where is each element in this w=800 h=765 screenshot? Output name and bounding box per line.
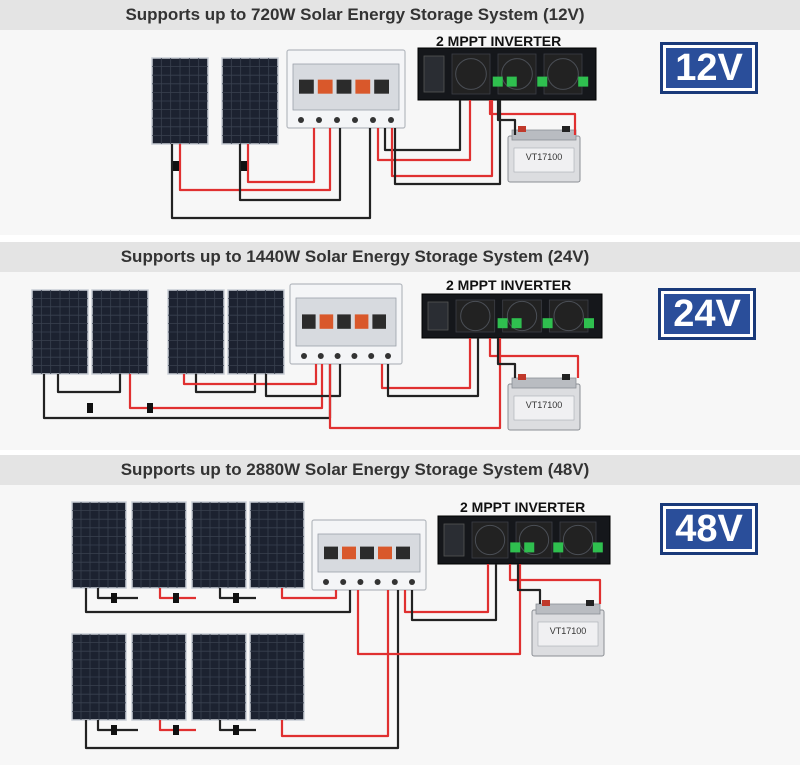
mc4-connector-48v-6 [233, 725, 239, 735]
solar-panel-48v-bottom-4 [249, 633, 305, 721]
inverter-48v [437, 515, 611, 565]
wire-48v-3 [158, 588, 196, 600]
wire-48v-11 [356, 564, 522, 656]
mc4-connector-12v-2 [241, 161, 247, 171]
wire-24v-11 [496, 338, 517, 378]
combiner-box-12v [286, 49, 406, 129]
wire-48v-6 [96, 720, 138, 732]
solar-panel-48v-bottom-3 [191, 633, 247, 721]
inverter-label-48v: 2 MPPT INVERTER [460, 499, 586, 515]
mc4-connector-24v-2 [147, 403, 153, 413]
mc4-connector-12v-1 [173, 161, 179, 171]
mc4-connector-48v-1 [111, 593, 117, 603]
wire-48v-8 [158, 720, 196, 732]
solar-panel-48v-bottom-1 [71, 633, 127, 721]
wire-48v-14 [508, 564, 602, 604]
wire-24v-3 [128, 364, 324, 410]
section-header-12v: Supports up to 720W Solar Energy Storage… [0, 0, 800, 30]
wire-24v-6 [264, 364, 342, 398]
wire-48v-5 [280, 588, 338, 600]
wire-12v-7 [488, 100, 577, 135]
wire-48v-12 [403, 564, 490, 614]
battery-48v: VT17100 [531, 600, 605, 657]
mc4-connector-24v-1 [87, 403, 93, 413]
wire-48v-2 [84, 588, 352, 614]
mc4-connector-48v-2 [173, 593, 179, 603]
combiner-box-48v [311, 519, 427, 591]
wire-12v-8 [496, 100, 517, 135]
wire-12v-6 [376, 100, 472, 162]
section-header-48v: Supports up to 2880W Solar Energy Storag… [0, 455, 800, 485]
solar-panel-48v-top-2 [131, 501, 187, 589]
wire-24v-10 [488, 338, 580, 378]
wire-12v-4 [238, 128, 342, 202]
battery-12v: VT17100 [507, 126, 581, 183]
section-header-24v: Supports up to 1440W Solar Energy Storag… [0, 242, 800, 272]
battery-12v-label: VT17100 [526, 152, 563, 162]
voltage-badge-48v: 48V [660, 503, 758, 555]
solar-panel-24v-4 [227, 289, 285, 375]
wire-48v-7 [84, 590, 400, 750]
wire-24v-7 [328, 338, 502, 430]
mc4-connector-48v-3 [233, 593, 239, 603]
solar-panel-48v-bottom-2 [131, 633, 187, 721]
wire-24v-1 [56, 374, 122, 394]
wire-12v-5 [383, 100, 462, 152]
wire-48v-1 [96, 588, 138, 600]
wire-12v-9 [390, 100, 494, 178]
wire-12v-2 [170, 128, 372, 220]
inverter-label-12v: 2 MPPT INVERTER [436, 33, 562, 49]
battery-24v-label: VT17100 [526, 400, 563, 410]
section-title-12v: Supports up to 720W Solar Energy Storage… [125, 5, 585, 24]
solar-panel-24v-3 [167, 289, 225, 375]
wire-48v-13 [410, 564, 498, 622]
wire-12v-3 [246, 128, 316, 184]
solar-panel-48v-top-3 [191, 501, 247, 589]
wire-12v-1 [178, 128, 332, 192]
inverter-12v [417, 47, 597, 101]
solar-panel-24v-1 [31, 289, 89, 375]
solar-panel-12v-2 [221, 57, 279, 145]
wire-12v-10 [393, 100, 502, 186]
wire-24v-9 [386, 338, 480, 398]
solar-panel-48v-top-1 [71, 501, 127, 589]
inverter-24v [421, 293, 603, 339]
mc4-connector-48v-5 [173, 725, 179, 735]
wire-48v-15 [516, 564, 542, 604]
mc4-connector-48v-4 [111, 725, 117, 735]
wire-48v-10 [280, 590, 390, 738]
battery-48v-label: VT17100 [550, 626, 587, 636]
voltage-badge-24v: 24V [658, 288, 756, 340]
wire-24v-5 [182, 364, 318, 386]
solar-panel-12v-1 [151, 57, 209, 145]
wire-48v-9 [218, 720, 256, 732]
inverter-label-24v: 2 MPPT INVERTER [446, 277, 572, 293]
section-title-48v: Supports up to 2880W Solar Energy Storag… [120, 460, 590, 479]
section-title-24v: Supports up to 1440W Solar Energy Storag… [120, 247, 590, 266]
solar-panel-24v-2 [91, 289, 149, 375]
wire-24v-8 [380, 338, 472, 390]
solar-panel-48v-top-4 [249, 501, 305, 589]
battery-24v: VT17100 [507, 374, 581, 431]
combiner-box-24v [289, 283, 403, 365]
wire-48v-4 [218, 588, 256, 600]
voltage-badge-12v: 12V [660, 42, 758, 94]
